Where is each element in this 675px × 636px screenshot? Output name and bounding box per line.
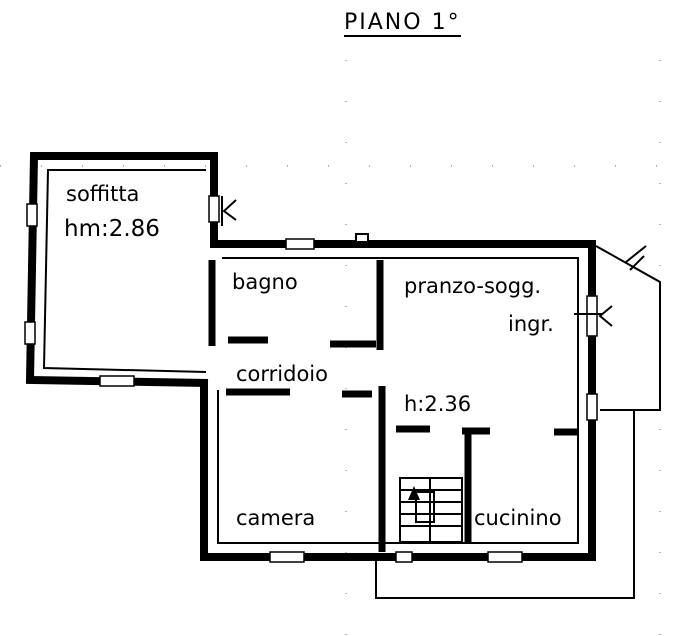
room-pranzo-name: pranzo-sogg. <box>404 274 542 298</box>
main-height-label: h:2.36 <box>404 392 472 416</box>
room-cucinino-name: cucinino <box>474 506 562 530</box>
window-stairs-bottom <box>395 551 413 563</box>
stairs <box>399 477 463 543</box>
external-line <box>375 410 635 599</box>
window-cucinino-bottom <box>487 551 523 563</box>
mark-terrace <box>625 245 647 263</box>
window-pranzo-right-a <box>586 295 598 337</box>
room-pranzo-sub: ingr. <box>508 312 554 336</box>
mark-terrace-b <box>629 255 645 271</box>
mark-soffitta-arrow-icon <box>222 199 237 221</box>
window-bagno-top <box>285 238 315 250</box>
room-corridoio-name: corridoio <box>236 362 328 386</box>
wall-main-inner <box>217 257 579 544</box>
chimney <box>355 233 369 243</box>
window-pranzo-right-b <box>586 393 598 421</box>
room-camera-name: camera <box>236 506 316 530</box>
room-bagno-name: bagno <box>232 270 298 294</box>
room-soffitta-name: soffitta <box>66 182 140 206</box>
wall-soffitta-outer <box>25 152 218 387</box>
wall-soffitta-inner <box>42 169 207 373</box>
room-soffitta-height: hm:2.86 <box>64 216 160 242</box>
window-soffitta-bottom <box>99 375 135 387</box>
window-camera-bottom <box>269 551 305 563</box>
mark-ingr-arrow-icon <box>598 305 613 327</box>
terrace-outline <box>595 245 661 411</box>
window-soffitta-left-b <box>24 321 36 345</box>
window-soffitta-right <box>208 195 220 223</box>
plan-title: PIANO 1° <box>344 10 461 37</box>
window-soffitta-left-a <box>26 203 38 227</box>
stairs-arrow-icon <box>408 486 420 500</box>
